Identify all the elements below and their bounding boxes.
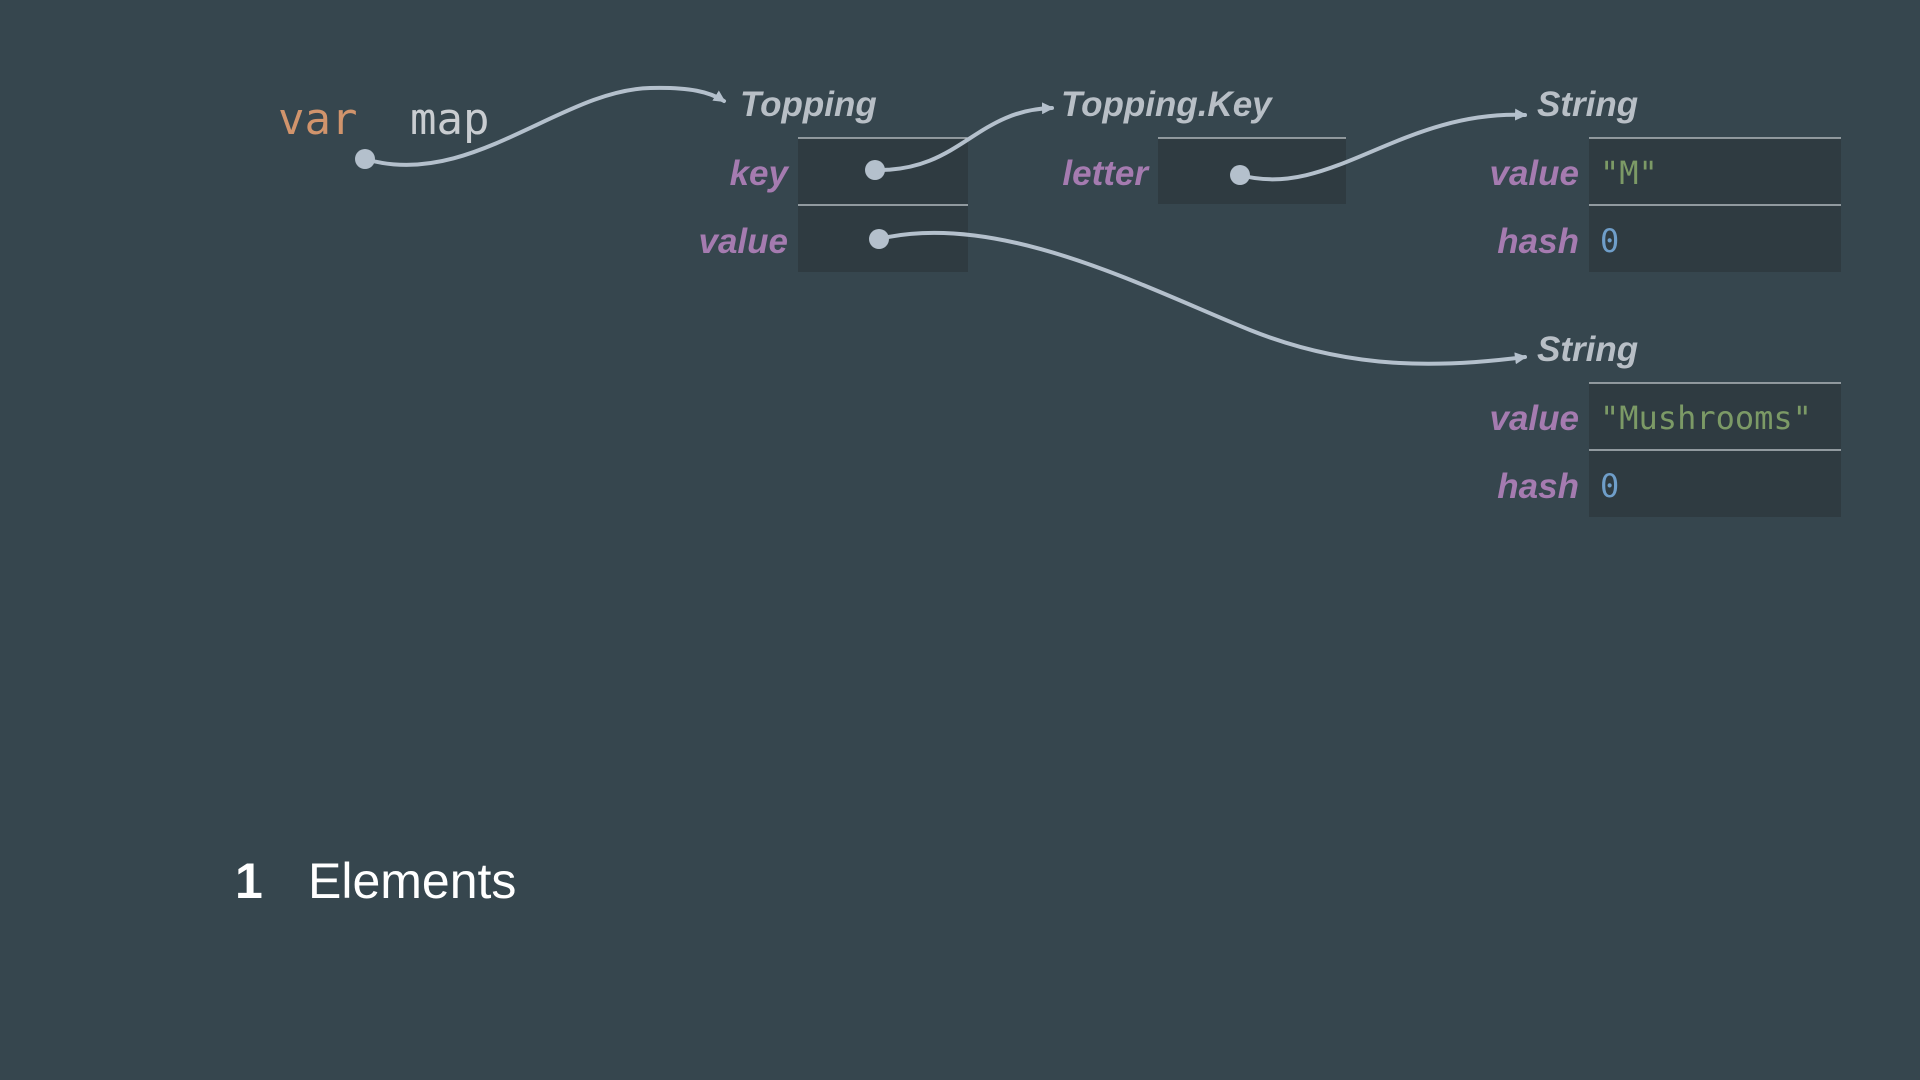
reference-arrow — [873, 102, 1054, 173]
object-string-mushrooms: String value hash "Mushrooms" 0 — [1490, 330, 1841, 517]
field-label: value — [1490, 154, 1580, 193]
field-cell — [1589, 451, 1841, 517]
string-value: "Mushrooms" — [1600, 399, 1812, 437]
field-cell — [1589, 206, 1841, 272]
object-string-m: String value hash "M" 0 — [1490, 85, 1841, 272]
reference-arrow — [1238, 108, 1527, 182]
field-cell — [1589, 383, 1841, 449]
pointer-dot — [1230, 165, 1250, 185]
element-count-label: Elements — [308, 853, 516, 909]
object-type-name: Topping — [740, 85, 877, 124]
reference-arrow — [363, 85, 726, 167]
string-value: "M" — [1600, 154, 1658, 192]
pointer-dots — [355, 149, 1250, 249]
pointer-dot — [355, 149, 375, 169]
field-label: key — [730, 154, 790, 193]
object-topping: Topping key value — [699, 85, 968, 272]
element-count: 1 — [235, 853, 263, 909]
field-label: value — [699, 222, 789, 261]
reference-arrows — [363, 85, 1527, 366]
variable-name: map — [410, 94, 489, 145]
var-keyword: var — [278, 94, 357, 145]
hash-value: 0 — [1600, 222, 1619, 260]
hash-value: 0 — [1600, 467, 1619, 505]
object-type-name: String — [1537, 85, 1638, 124]
object-type-name: Topping.Key — [1061, 85, 1273, 124]
reference-arrow — [877, 230, 1527, 366]
variable-declaration: var map — [278, 94, 489, 145]
field-label: value — [1490, 399, 1580, 438]
field-cell — [1589, 138, 1841, 204]
pointer-dot — [869, 229, 889, 249]
object-type-name: String — [1537, 330, 1638, 369]
object-topping-key: Topping.Key letter — [1061, 85, 1346, 204]
field-label: letter — [1062, 154, 1150, 193]
pointer-dot — [865, 160, 885, 180]
field-label: hash — [1497, 467, 1579, 506]
field-label: hash — [1497, 222, 1579, 261]
